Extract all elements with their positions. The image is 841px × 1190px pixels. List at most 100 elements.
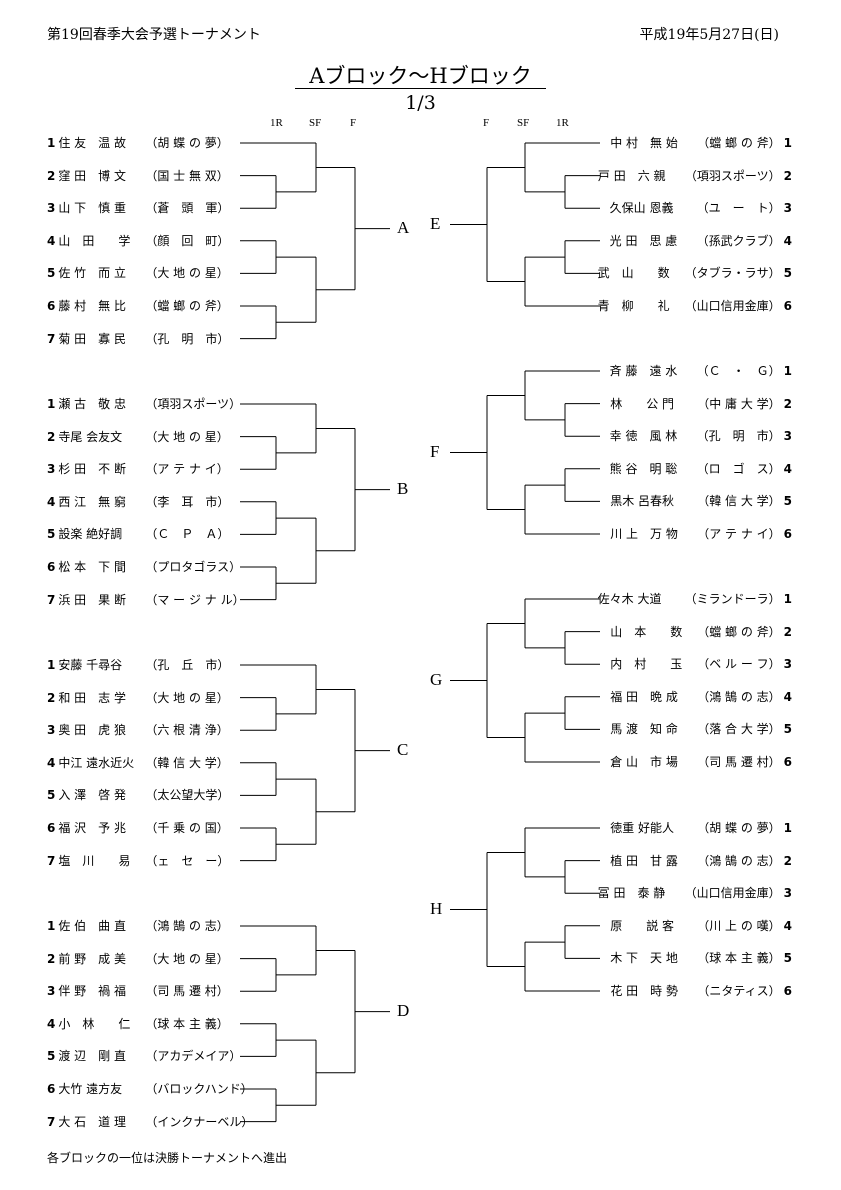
entry-player-name: 中江 遠水近火	[58, 755, 135, 770]
entry-player-name: 伴 野 禍 福	[58, 984, 126, 999]
entry-seed: 6	[47, 821, 56, 835]
entry-team: （マ ー ジ ナ ル）	[145, 592, 245, 607]
entry-team: （山口信用金庫）	[684, 299, 781, 313]
entry-seed: 3	[783, 429, 792, 444]
entry-seed: 2	[47, 168, 56, 183]
entry-player-name: 林 公 門	[610, 396, 675, 411]
entry-seed: 1	[47, 136, 56, 150]
entry-player-name: 植 田 甘 露	[610, 853, 678, 868]
entry-player-name: 藤 村 無 比	[58, 299, 126, 313]
entry-team: （孔 明 市）	[696, 429, 781, 444]
entry-team: （国 士 無 双）	[145, 168, 229, 183]
entry-player-name: 塩 川 易	[58, 853, 131, 868]
entry-player-name: 寺尾 会友文	[58, 429, 123, 444]
page-title: Aブロック～Hブロック	[295, 64, 546, 89]
entry-team: （司 馬 遷 村）	[697, 755, 781, 769]
entry-seed: 6	[47, 1082, 56, 1096]
entry-seed: 6	[783, 984, 792, 998]
entry-team: （バロックハンド）	[145, 1082, 253, 1096]
entry-seed: 6	[47, 299, 56, 313]
bracket-entry: 冨 田 泰 静（山口信用金庫）3	[598, 885, 792, 901]
entry-player-name: 黒木 呂春秋	[610, 494, 675, 509]
bracket-entry: 林 公 門 （中 庸 大 学）2	[610, 396, 792, 412]
bracket-entry: 徳重 好能人（胡 蝶 の 夢）1	[610, 820, 792, 836]
entry-player-name: 和 田 志 学	[58, 690, 126, 705]
entry-seed: 1	[783, 592, 792, 606]
entry-team: （プロタゴラス）	[145, 560, 242, 574]
entry-team: （蒼 頭 軍）	[145, 201, 230, 216]
entry-team: （中 庸 大 学）	[697, 396, 781, 411]
entry-seed: 3	[783, 657, 792, 672]
entry-team: （項羽スポーツ）	[684, 168, 781, 183]
entry-player-name: 瀬 古 敬 忠	[58, 397, 126, 411]
entry-seed: 5	[783, 494, 792, 509]
block-label: B	[397, 478, 409, 498]
round-label-left-f: F	[350, 117, 357, 129]
entry-team: （ミランドーラ）	[684, 592, 781, 606]
bracket-entry: 山 本 数（蟷 螂 の 斧）2	[610, 624, 792, 640]
entry-team: （蟷 螂 の 斧）	[145, 299, 229, 313]
block-label: E	[430, 213, 441, 233]
entry-player-name: 幸 徳 風 林	[609, 429, 678, 444]
entry-seed: 7	[47, 1114, 56, 1129]
block-label: A	[397, 217, 410, 237]
entry-player-name: 斉 藤 遠 水	[609, 364, 678, 378]
entry-player-name: 渡 辺 剛 直	[58, 1049, 126, 1064]
entry-seed: 2	[783, 853, 792, 868]
entry-player-name: 大竹 遠方友	[58, 1082, 123, 1096]
bracket-entry: 斉 藤 遠 水（Ｃ ・ Ｇ）1	[610, 363, 792, 379]
entry-team: （鴻 鵠 の 志）	[697, 853, 781, 868]
entry-seed: 5	[783, 951, 792, 966]
entry-team: （李 耳 市）	[145, 494, 230, 509]
round-label-right-f: F	[483, 117, 490, 129]
bracket-entry: 青 柳 礼（山口信用金庫）6	[598, 298, 792, 314]
entry-team: （インクナーベル）	[145, 1114, 254, 1129]
entry-seed: 3	[47, 984, 56, 999]
entry-team: （胡 蝶 の 夢）	[697, 821, 781, 835]
bracket-entry: 黒木 呂春秋 （韓 信 大 学）5	[610, 493, 792, 509]
entry-player-name: 入 澤 啓 発	[58, 788, 126, 803]
entry-seed: 2	[47, 690, 56, 705]
entry-seed: 1	[47, 397, 56, 411]
entry-seed: 1	[783, 136, 792, 150]
entry-player-name: 山 本 数	[610, 624, 683, 639]
entry-team: （鴻 鵠 の 志）	[697, 689, 781, 704]
bracket-entry: 木 下 天 地（球 本 主 義）5	[610, 950, 792, 966]
entry-team: （大 地 の 星）	[145, 429, 229, 444]
entry-team: （千 乗 の 国）	[145, 821, 229, 835]
round-label-right-sf: SF	[517, 117, 530, 129]
bracket-entry: 内 村 玉（ベ ル ー フ）3	[610, 656, 792, 672]
entry-seed: 2	[47, 429, 56, 444]
entry-seed: 2	[783, 396, 792, 411]
entry-seed: 3	[47, 462, 56, 477]
entry-team: （孫武クラブ）	[696, 233, 781, 248]
entry-team: （顔 回 町）	[145, 233, 230, 248]
entry-seed: 6	[783, 755, 792, 769]
entry-seed: 3	[47, 723, 56, 738]
entry-team: （川 上 の 嘆）	[697, 918, 781, 933]
entry-seed: 4	[783, 918, 792, 933]
entry-team: （韓 信 大 学）	[697, 494, 781, 509]
entry-seed: 5	[47, 1049, 56, 1064]
entry-team: （太公望大学）	[145, 788, 230, 803]
entry-player-name: 佐々木 大道	[597, 592, 662, 606]
entry-player-name: 内 村 玉	[610, 657, 683, 672]
bracket-entry: 馬 渡 知 命（落 合 大 学）5	[610, 721, 792, 737]
bracket-entry: 武 山 数（タブラ・ラサ）5	[598, 265, 792, 281]
entry-seed: 5	[783, 266, 792, 281]
entry-team: （孔 明 市）	[145, 331, 230, 346]
